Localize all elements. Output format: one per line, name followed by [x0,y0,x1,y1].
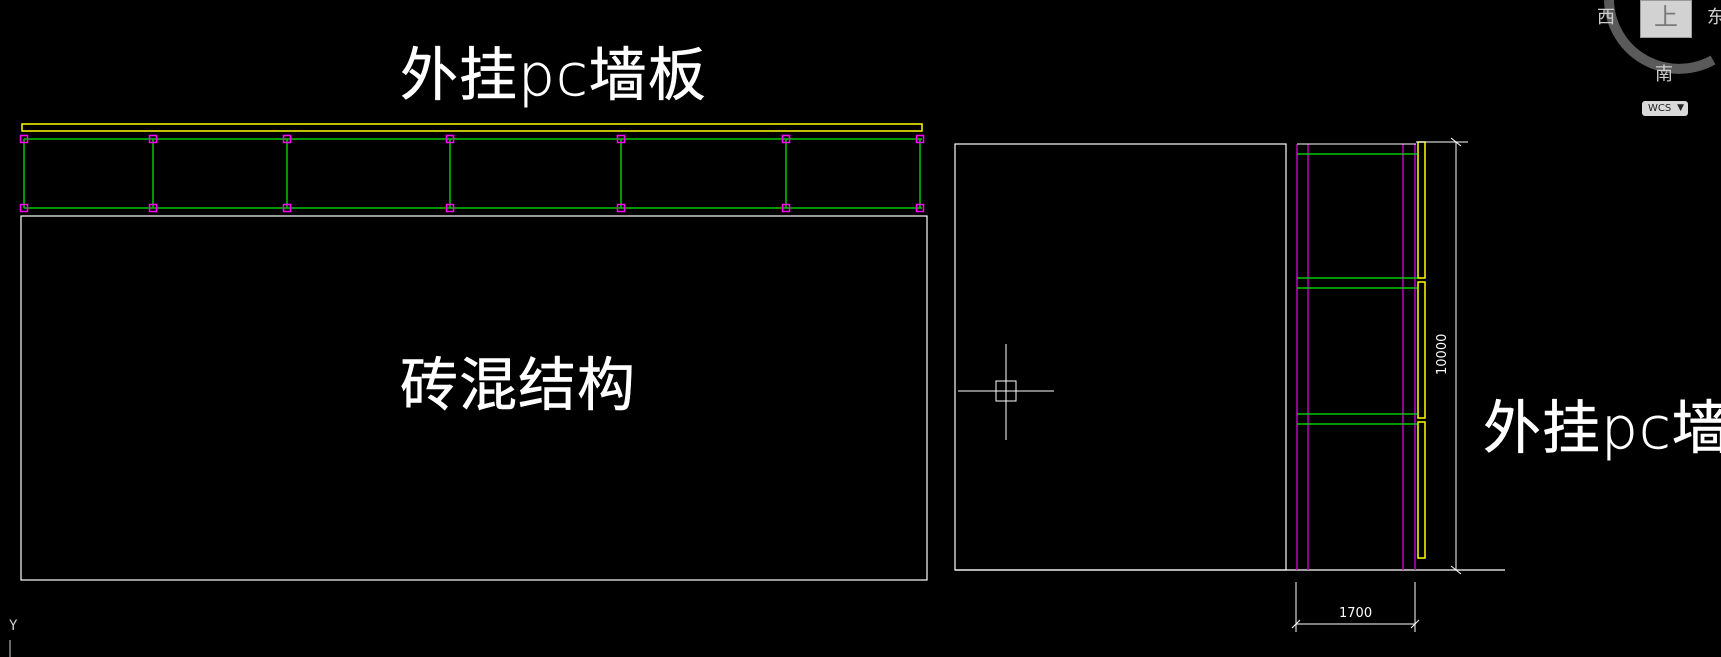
width-dimension[interactable] [1291,582,1420,632]
section-label: 外挂pc墙板 [1483,394,1721,462]
wcs-menu[interactable]: WCS ▼ [1642,101,1688,116]
floor-beams[interactable] [1297,153,1417,425]
grip-point[interactable] [616,203,626,213]
frame-band[interactable] [23,138,922,209]
grip-point[interactable] [915,134,925,144]
crosshair-cursor [958,344,1054,440]
section-building[interactable] [954,143,1287,571]
viewcube-south[interactable]: 南 [1655,64,1673,85]
viewcube-face[interactable]: 上 [1640,0,1692,38]
height-dimension-text: 10000 [1435,334,1450,375]
grip-point[interactable] [781,203,791,213]
viewcube-east[interactable]: 东 [1707,7,1721,28]
section-columns[interactable] [1296,144,1416,570]
grip-point[interactable] [282,134,292,144]
masonry-label: 砖混结构 [400,351,636,419]
grip-point[interactable] [616,134,626,144]
grip-points[interactable] [19,134,925,213]
ucs-y-label: Y [9,618,18,634]
viewcube-west[interactable]: 西 [1597,7,1615,28]
grip-point[interactable] [915,203,925,213]
pc-panel-strip[interactable] [21,123,923,132]
chevron-down-icon: ▼ [1677,103,1684,113]
grip-point[interactable] [445,203,455,213]
grip-point[interactable] [19,203,29,213]
width-dimension-text: 1700 [1339,606,1372,621]
section-pc-panels[interactable] [1417,141,1426,559]
grip-point[interactable] [19,134,29,144]
grip-point[interactable] [781,134,791,144]
height-dimension[interactable] [1416,137,1468,575]
viewcube-face-label: 上 [1654,3,1678,31]
elevation-title: 外挂pc墙板 [400,41,707,109]
grip-point[interactable] [148,134,158,144]
masonry-block[interactable] [20,215,928,581]
viewcube-ring[interactable] [1591,0,1721,80]
wcs-label: WCS [1648,103,1672,114]
grip-point[interactable] [148,203,158,213]
grip-point[interactable] [445,134,455,144]
grip-point[interactable] [282,203,292,213]
